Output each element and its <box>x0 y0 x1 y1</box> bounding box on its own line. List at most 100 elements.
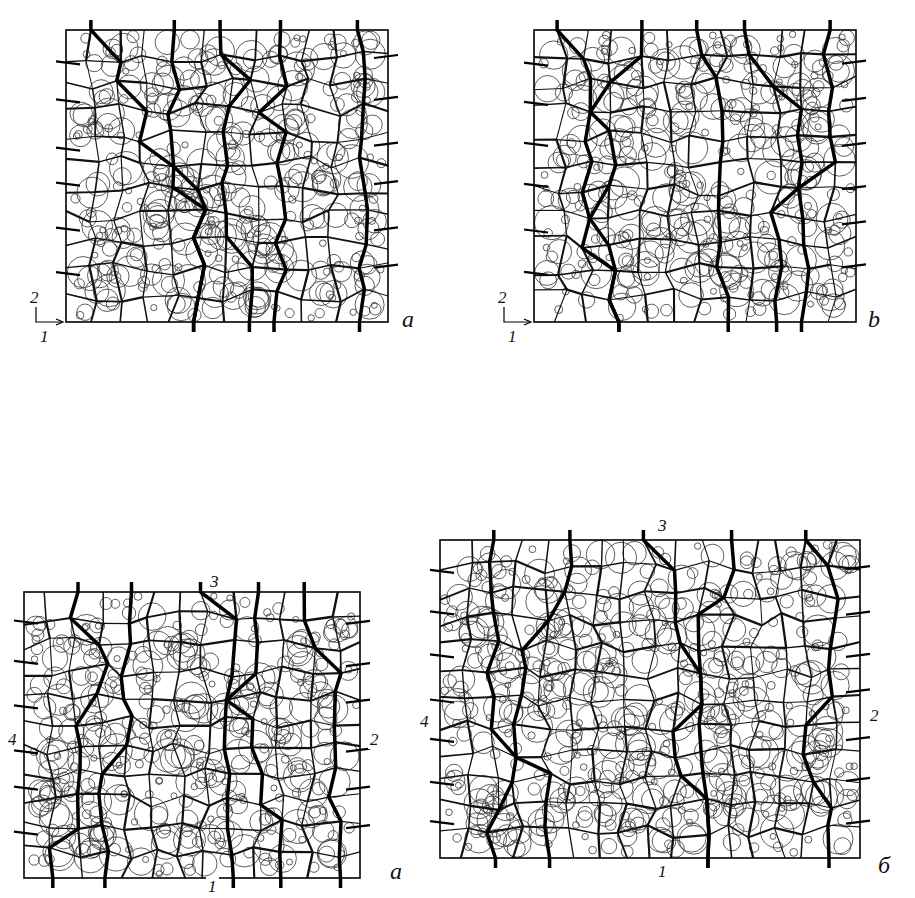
boundary-tick <box>346 621 370 624</box>
grain <box>541 172 548 179</box>
force-chain <box>99 582 132 888</box>
contact-line <box>97 694 103 723</box>
grain <box>83 125 92 134</box>
contact-line <box>716 56 727 77</box>
contact-line <box>200 668 232 678</box>
grain <box>817 283 845 311</box>
grain <box>152 73 173 94</box>
contact-line <box>286 132 312 142</box>
grain <box>47 824 59 836</box>
contact-line <box>749 216 752 237</box>
grain <box>792 61 798 67</box>
contact-line <box>200 668 211 703</box>
contact-line <box>665 239 670 272</box>
contact-line <box>177 823 182 856</box>
contact-line <box>99 745 127 747</box>
grain <box>281 756 289 764</box>
grain <box>82 787 112 817</box>
grain <box>743 638 750 645</box>
contact-line <box>722 111 751 113</box>
contact-line <box>185 768 205 776</box>
contact-line <box>643 82 664 88</box>
contact-line <box>688 168 698 196</box>
contact-line <box>198 164 201 190</box>
contact-line <box>779 239 804 245</box>
contact-line <box>591 78 611 82</box>
contact-line <box>142 56 172 62</box>
contact-line <box>95 190 123 192</box>
contact-line <box>746 300 750 322</box>
grain <box>641 206 671 236</box>
contact-line <box>256 674 261 692</box>
grain <box>75 131 83 139</box>
grain <box>702 129 709 136</box>
granular-panel <box>14 582 370 888</box>
contact-line <box>330 57 337 85</box>
contact-line <box>610 82 643 88</box>
contact-line <box>194 237 227 238</box>
contact-line <box>179 668 200 673</box>
contact-line <box>360 158 389 166</box>
contact-line <box>719 211 751 216</box>
grain <box>671 111 696 136</box>
grain <box>232 256 239 263</box>
contact-line <box>823 53 856 55</box>
contact-line <box>691 77 716 85</box>
contact-line <box>96 238 122 242</box>
grain <box>108 670 119 681</box>
grain <box>615 194 641 220</box>
contact-line <box>198 298 222 302</box>
grain <box>36 738 68 770</box>
contact-line <box>828 297 836 322</box>
grain <box>130 249 142 261</box>
contact-line <box>168 187 173 211</box>
contact-line <box>331 265 341 302</box>
contact-line <box>153 744 172 752</box>
contact-line <box>69 664 108 671</box>
contact-line <box>86 61 93 89</box>
boundary-tick <box>842 264 866 267</box>
contact-line <box>781 160 802 163</box>
contact-line <box>313 672 341 675</box>
contact-line <box>256 666 282 673</box>
contact-line <box>140 183 150 211</box>
grain <box>352 253 361 262</box>
contact-line <box>262 774 278 779</box>
contact-line <box>205 768 230 774</box>
contact-line <box>122 859 132 878</box>
grain <box>215 255 222 262</box>
grain <box>184 864 195 875</box>
contact-line <box>338 193 365 194</box>
contact-line <box>830 135 856 137</box>
grain <box>145 791 153 799</box>
contact-line <box>177 851 203 857</box>
contact-line <box>223 273 226 302</box>
grain <box>336 617 358 639</box>
contact-line <box>152 849 157 878</box>
contact-line <box>802 109 829 111</box>
boundary-tick <box>374 227 398 230</box>
grain <box>242 728 250 736</box>
contact-line <box>280 851 313 853</box>
contact-line <box>608 210 640 218</box>
grain <box>30 675 49 694</box>
contact-line <box>149 640 154 672</box>
contact-line <box>261 820 282 831</box>
grain <box>355 217 362 224</box>
contact-line <box>258 242 275 245</box>
contact-line <box>534 210 564 211</box>
grain <box>824 144 856 176</box>
contact-line <box>282 666 314 674</box>
contact-line <box>95 136 99 161</box>
contact-line <box>174 672 180 700</box>
contact-line <box>173 265 204 275</box>
grain <box>208 816 214 822</box>
contact-line <box>179 592 182 611</box>
contact-line <box>151 823 182 827</box>
contact-line <box>558 236 567 275</box>
contact-line <box>24 798 56 803</box>
grain <box>601 838 616 853</box>
grain <box>82 211 113 242</box>
grain <box>786 703 792 709</box>
contact-line <box>253 847 280 852</box>
